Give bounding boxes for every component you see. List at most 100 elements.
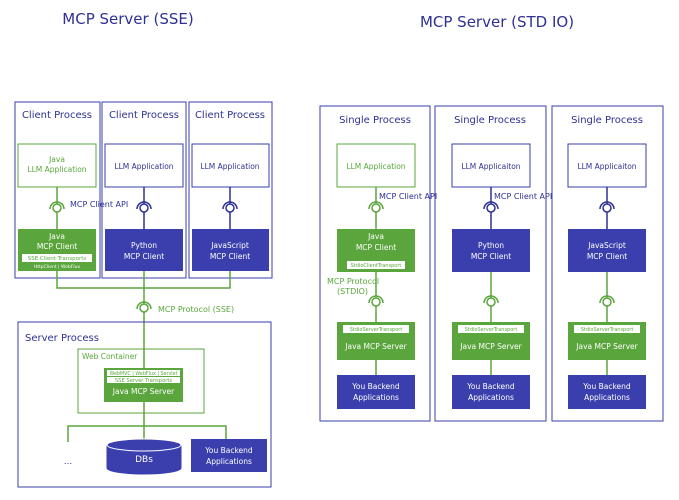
llm-app-label: LLM Application: [200, 162, 259, 171]
backend-line2: Applications: [468, 393, 514, 402]
sse-client-process-1: Client Process Java LLM Application Java…: [14, 101, 101, 279]
sse-mcp-protocol-label: MCP Protocol (SSE): [158, 305, 234, 314]
llm-app-box: [104, 143, 184, 188]
stdio-single-process-2: Single Process LLM Applicaiton Python MC…: [434, 105, 547, 422]
socket-arc-icon: [599, 201, 615, 210]
java-mcp-client-line2: MCP Client: [37, 242, 77, 251]
sse-protocol-connectors: [56, 271, 231, 368]
socket-icon: [602, 203, 612, 213]
llm-app-label: LLM Applicaiton: [461, 162, 520, 171]
java-llm-app-line2: LLM Application: [27, 165, 86, 174]
single-process-title: Single Process: [571, 115, 643, 126]
java-llm-app-line1: Java: [48, 155, 65, 164]
web-frameworks-label: WebMVC | WebFlux | Servlet: [110, 371, 178, 377]
web-frameworks-box: [107, 370, 180, 376]
python-mcp-client-line1: Python: [478, 241, 504, 250]
socket-icon: [139, 203, 149, 213]
java-mcp-server-label: Java MCP Server: [459, 342, 522, 351]
socket-arc-icon: [49, 201, 65, 210]
stdio-client-transport-label: StdioClientTransport: [351, 263, 402, 269]
sse-title: MCP Server (SSE): [62, 10, 193, 28]
client-process-title: Client Process: [22, 110, 92, 121]
javascript-mcp-client-line1: JavaScript: [587, 241, 626, 250]
llm-app-box: [191, 143, 270, 188]
sse-client-transport-label: SSE Client Transports: [28, 256, 87, 262]
socket-arc-icon: [136, 301, 152, 310]
single-process-title: Single Process: [454, 115, 526, 126]
backend-line1: You Backend: [466, 382, 515, 391]
llm-app-label: LLM Application: [114, 162, 173, 171]
sse-client-api-sockets: [49, 187, 238, 229]
sse-backend-line1: You Backend: [204, 446, 253, 455]
web-container-label: Web Container: [82, 352, 138, 361]
socket-icon: [486, 203, 496, 213]
sse-server-transport-box: [107, 377, 180, 383]
sse-server-process: Server Process Web Container WebMVC | We…: [17, 321, 272, 488]
backend-box: [337, 375, 415, 409]
stdio-server-transport-box: [458, 325, 524, 333]
llm-app-box: [567, 143, 647, 188]
java-mcp-server-label: Java MCP Server: [344, 342, 407, 351]
java-mcp-client-line1: Java: [367, 232, 384, 241]
socket-icon: [225, 203, 235, 213]
socket-icon: [486, 297, 496, 307]
stdio-mcp-client-api-label-1: MCP Client API: [379, 192, 437, 201]
python-mcp-client-line2: MCP Client: [124, 252, 164, 261]
socket-icon: [602, 297, 612, 307]
socket-icon: [371, 203, 381, 213]
java-mcp-server-label: Java MCP Server: [112, 387, 175, 396]
socket-icon: [371, 297, 381, 307]
java-mcp-client-box: [18, 229, 96, 271]
stdio-server-transport-label: StdioServerTransport: [350, 327, 403, 333]
sse-backend-line2: Applications: [206, 457, 252, 466]
stdio-server-transport-label: StdioServerTransport: [581, 327, 634, 333]
sse-server-transport-label: SSE Server Transports: [115, 378, 173, 384]
javascript-mcp-client-box: [568, 229, 646, 272]
backend-line1: You Backend: [351, 382, 400, 391]
java-llm-app-box: [17, 143, 97, 188]
socket-arc-icon: [599, 295, 615, 304]
stdio-single-process-1: Single Process LLM Application Java MCP …: [319, 105, 431, 422]
socket-icon: [52, 203, 62, 213]
socket-arc-icon: [368, 295, 384, 304]
llm-app-label: LLM Applicaiton: [577, 162, 636, 171]
socket-arc-icon: [222, 201, 238, 210]
socket-arc-icon: [368, 201, 384, 210]
stdio-single-process-3: Single Process LLM Applicaiton JavaScrip…: [551, 105, 664, 422]
stdio-mcp-protocol-line1: MCP Protocol: [327, 277, 379, 286]
java-mcp-client-line1: Java: [48, 232, 65, 241]
backend-line2: Applications: [584, 393, 630, 402]
server-process-title: Server Process: [25, 333, 99, 344]
socket-arc-icon: [483, 295, 499, 304]
dbs-label: DBs: [135, 455, 153, 465]
socket-arc-icon: [483, 201, 499, 210]
javascript-mcp-client-line2: MCP Client: [587, 252, 627, 261]
javascript-mcp-client-line2: MCP Client: [210, 252, 250, 261]
single-process-title: Single Process: [339, 115, 411, 126]
java-mcp-client-line2: MCP Client: [356, 243, 396, 252]
python-mcp-client-box: [452, 229, 530, 272]
javascript-mcp-client-line1: JavaScript: [210, 241, 249, 250]
java-mcp-server-label: Java MCP Server: [575, 342, 638, 351]
backend-line2: Applications: [353, 393, 399, 402]
sse-mcp-client-api-label: MCP Client API: [70, 200, 128, 209]
ellipsis-label: ...: [64, 457, 73, 467]
database-icon: [106, 438, 182, 475]
stdio-server-transport-label: StdioServerTransport: [465, 327, 518, 333]
stdio-server-transport-box: [574, 325, 640, 333]
stdio-title: MCP Server (STD IO): [420, 13, 574, 31]
sse-backend-box: [191, 439, 267, 472]
llm-app-label: LLM Application: [346, 162, 405, 171]
backend-line1: You Backend: [582, 382, 631, 391]
javascript-mcp-client-box: [192, 229, 269, 271]
stdio-mcp-protocol-line2: (STDIO): [337, 287, 368, 296]
python-mcp-client-box: [105, 229, 183, 271]
python-mcp-client-line2: MCP Client: [471, 252, 511, 261]
client-process-title: Client Process: [195, 110, 265, 121]
sse-client-process-3: Client Process LLM Application JavaScrip…: [188, 101, 273, 279]
sse-client-transport-sub: HttpClient | WebFlux: [34, 264, 81, 270]
python-mcp-client-line1: Python: [131, 241, 157, 250]
sse-client-transport-box: [22, 254, 92, 262]
backend-box: [568, 375, 646, 409]
